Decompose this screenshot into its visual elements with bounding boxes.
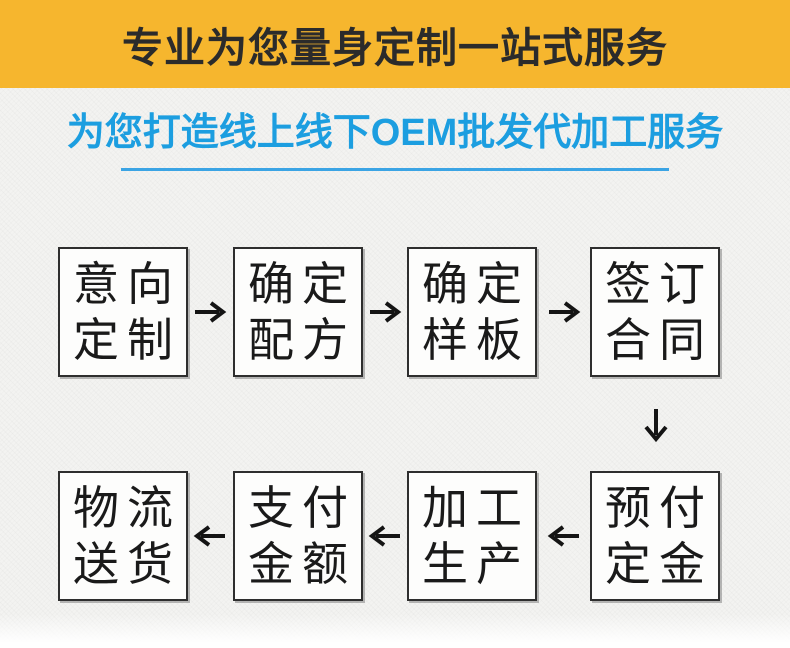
banner-title: 专业为您量身定制一站式服务 — [122, 25, 668, 71]
step-line: 支付 — [248, 482, 356, 534]
subtitle-text: 为您打造线上线下OEM批发代加工服务 — [66, 112, 724, 154]
subtitle-section: 为您打造线上线下OEM批发代加工服务 — [0, 108, 790, 171]
step-line: 物流 — [73, 482, 181, 534]
arrow-right-icon — [193, 299, 227, 325]
flow-step-logistics-delivery: 物流 送货 — [58, 471, 188, 601]
step-line: 签订 — [605, 258, 713, 310]
arrow-left-icon — [547, 523, 581, 549]
flow-step-confirm-formula: 确定 配方 — [233, 247, 363, 377]
step-line: 合同 — [605, 314, 713, 366]
step-line: 预付 — [605, 482, 713, 534]
arrow-right-icon — [368, 299, 402, 325]
step-line: 意向 — [73, 258, 181, 310]
flow-step-sign-contract: 签订 合同 — [590, 247, 720, 377]
flow-step-processing-production: 加工 生产 — [407, 471, 537, 601]
step-line: 样板 — [422, 314, 530, 366]
step-line: 配方 — [248, 314, 356, 366]
banner: 专业为您量身定制一站式服务 — [0, 0, 790, 88]
bottom-fade — [0, 614, 790, 648]
step-line: 金额 — [248, 538, 356, 590]
step-line: 定金 — [605, 538, 713, 590]
step-line: 确定 — [422, 258, 530, 310]
arrow-down-icon — [641, 407, 671, 443]
step-line: 定制 — [73, 314, 181, 366]
flowchart: 意向 定制 确定 配方 确定 样板 签订 合同 物流 — [0, 247, 790, 607]
flow-step-pay-amount: 支付 金额 — [233, 471, 363, 601]
arrow-right-icon — [547, 299, 581, 325]
step-line: 加工 — [422, 482, 530, 534]
arrow-left-icon — [193, 523, 227, 549]
step-line: 生产 — [422, 538, 530, 590]
arrow-left-icon — [368, 523, 402, 549]
flow-step-confirm-sample: 确定 样板 — [407, 247, 537, 377]
flow-step-prepay-deposit: 预付 定金 — [590, 471, 720, 601]
flow-step-intent-customize: 意向 定制 — [58, 247, 188, 377]
step-line: 确定 — [248, 258, 356, 310]
subtitle-underline — [121, 168, 669, 171]
step-line: 送货 — [73, 538, 181, 590]
